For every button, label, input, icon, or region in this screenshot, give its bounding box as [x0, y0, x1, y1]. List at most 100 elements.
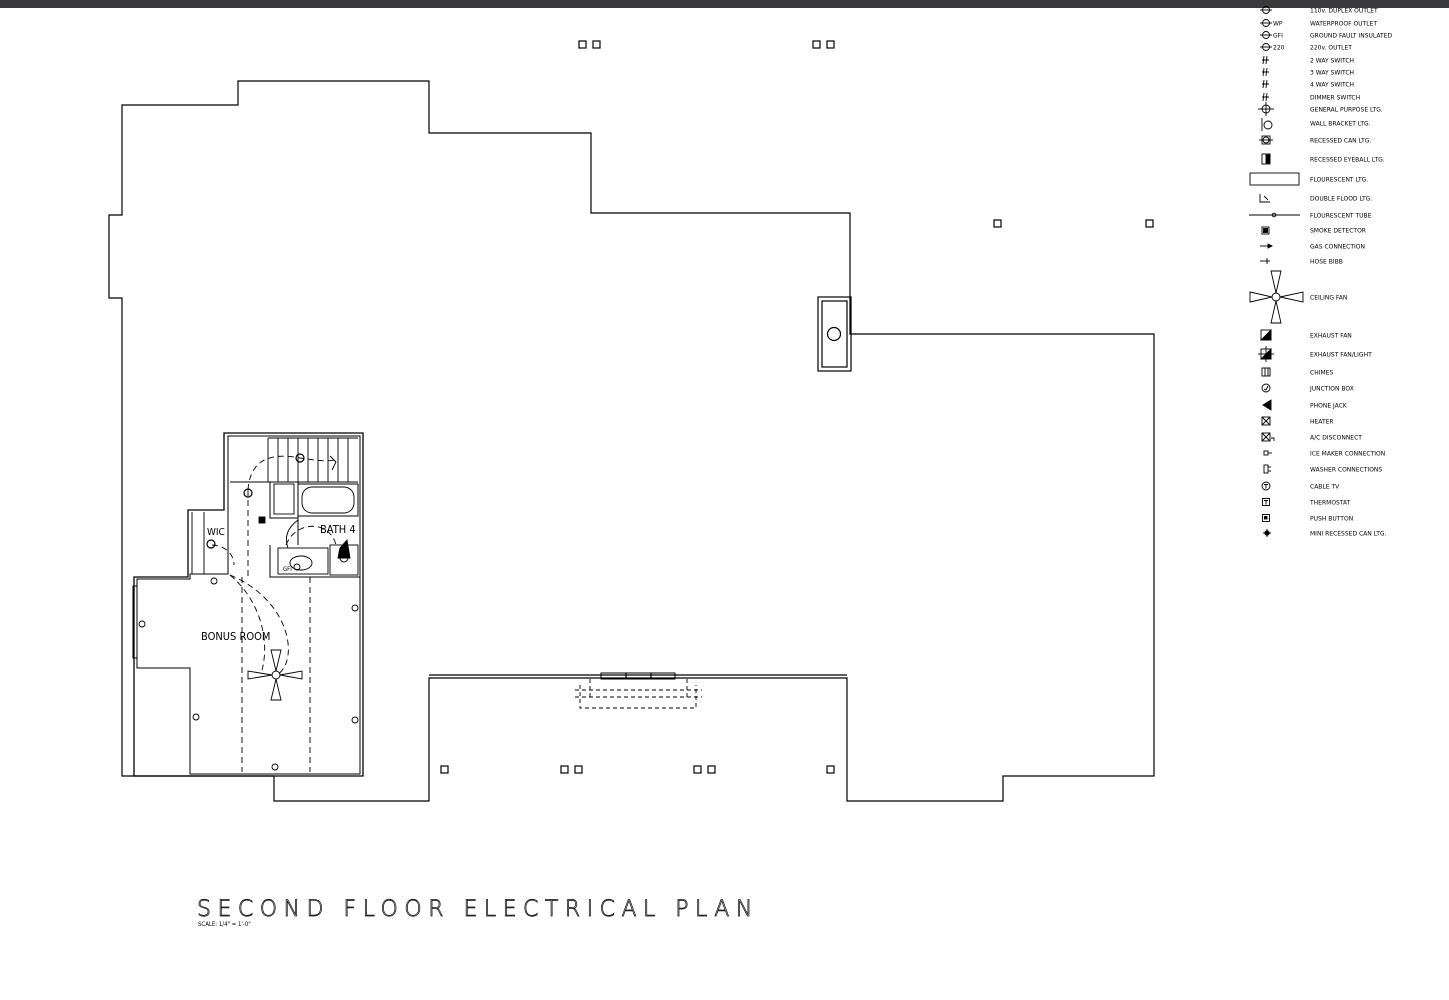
- legend-label: DIMMER SWITCH: [1310, 95, 1360, 102]
- smoke-detector-icon: [1261, 226, 1270, 235]
- ceiling-fan-symbol: [247, 649, 303, 701]
- exhaust-fan-icon: [1259, 328, 1272, 341]
- legend-label: CABLE TV: [1310, 484, 1340, 491]
- flue-circle: [826, 326, 842, 342]
- legend-label: FLOURESCENT TUBE: [1310, 213, 1372, 220]
- waterproof-outlet-icon: [1260, 19, 1272, 27]
- legend-label: 220v. OUTLET: [1310, 45, 1352, 52]
- legend-label: GAS CONNECTION: [1310, 244, 1365, 251]
- fluorescent-tube-icon: [1249, 212, 1300, 218]
- junction-box-icon: [1261, 383, 1271, 393]
- 220-outlet-icon: [1260, 43, 1272, 51]
- legend-item: FLOURESCENT TUBE: [1249, 213, 1372, 220]
- legend-item: CEILING FAN: [1249, 270, 1347, 324]
- ac-disconnect-icon: [1261, 432, 1275, 442]
- legend-item: GENERAL PURPOSE LTG.: [1258, 102, 1383, 116]
- legend-label: GENERAL PURPOSE LTG.: [1310, 107, 1383, 114]
- room-label-wic: WIC: [207, 527, 225, 538]
- legend-item: 3 WAY SWITCH: [1262, 67, 1354, 77]
- legend-label: CHIMES: [1310, 370, 1333, 377]
- sink: [289, 555, 313, 571]
- viewer-top-bar: [0, 0, 1449, 8]
- hose-bibb-icon: [1260, 258, 1270, 264]
- legend-item: DOUBLE FLOOD LTG.: [1259, 194, 1372, 203]
- legend-tag: 220: [1273, 45, 1285, 52]
- washer-connection-icon: [1263, 464, 1271, 474]
- legend-item: WALL BRACKET LTG.: [1261, 118, 1371, 131]
- legend-label: HEATER: [1310, 419, 1334, 426]
- legend-label: PUSH BUTTON: [1310, 516, 1353, 523]
- general-light-icon: [1258, 102, 1274, 116]
- legend-item: EXHAUST FAN: [1259, 328, 1352, 341]
- legend-label: CEILING FAN: [1310, 295, 1347, 302]
- legend-label: WATERPROOF OUTLET: [1310, 21, 1377, 28]
- legend-item: WP WATERPROOF OUTLET: [1260, 19, 1377, 28]
- legend-label: JUNCTION BOX: [1309, 386, 1354, 393]
- 4-way-switch-icon: [1262, 79, 1269, 89]
- fluorescent-light-icon: [1249, 172, 1300, 186]
- legend-label: GROUND FAULT INSULATED: [1310, 33, 1392, 40]
- recessed-can-icon: [1259, 135, 1273, 145]
- ceiling-light-symbols: [206, 453, 305, 549]
- legend-item: 2 WAY SWITCH: [1262, 55, 1354, 65]
- 3-way-switch-icon: [1262, 67, 1269, 77]
- plan-title: SECOND FLOOR ELECTRICAL PLAN: [197, 897, 759, 922]
- legend-label: MINI RECESSED CAN LTG.: [1310, 531, 1387, 538]
- legend-item: 4 WAY SWITCH: [1262, 79, 1354, 89]
- legend-label: EXHAUST FAN: [1310, 333, 1352, 340]
- legend-item: DIMMER SWITCH: [1262, 92, 1360, 102]
- exhaust-fan-light-icon: [1258, 346, 1274, 362]
- legend-label: 3 WAY SWITCH: [1310, 70, 1354, 77]
- legend-item: GAS CONNECTION: [1260, 243, 1365, 251]
- legend-label: SMOKE DETECTOR: [1310, 228, 1366, 235]
- legend-item: WASHER CONNECTIONS: [1263, 464, 1382, 474]
- legend-item: THERMOSTAT: [1262, 498, 1351, 507]
- legend-tag: GFI: [1273, 33, 1283, 40]
- legend-label: WALL BRACKET LTG.: [1310, 121, 1371, 128]
- legend-item: A/C DISCONNECT: [1261, 432, 1362, 442]
- legend-item: SMOKE DETECTOR: [1261, 226, 1366, 235]
- legend-item: CABLE TV: [1261, 481, 1340, 491]
- chimes-icon: [1261, 367, 1271, 377]
- legend-item: EXHAUST FAN/LIGHT: [1258, 346, 1372, 362]
- building-outline: [108, 80, 1155, 802]
- legend-item: GFI GROUND FAULT INSULATED: [1260, 31, 1392, 40]
- bathtub: [297, 483, 359, 517]
- phone-jack-icon: [1262, 399, 1272, 411]
- legend-item: RECESSED EYEBALL LTG.: [1261, 153, 1385, 165]
- legend-item: HEATER: [1261, 416, 1334, 426]
- legend-label: THERMOSTAT: [1309, 500, 1351, 507]
- legend-label: DOUBLE FLOOD LTG.: [1310, 196, 1372, 203]
- chimney: [817, 296, 852, 372]
- gfi-tag: GFI: [283, 566, 292, 573]
- duplex-outlet-icon: [1260, 6, 1272, 14]
- room-label-bonus-room: BONUS ROOM: [201, 630, 270, 643]
- legend-label: PHONE JACK: [1310, 403, 1348, 410]
- legend-item: PUSH BUTTON: [1262, 514, 1353, 523]
- push-button-icon: [1262, 514, 1270, 522]
- legend-label: HOSE BIBB: [1310, 259, 1343, 266]
- wall-bracket-light-icon: [1261, 118, 1273, 131]
- double-flood-icon: [1259, 194, 1270, 203]
- cable-tv-icon: [1261, 481, 1271, 491]
- legend-item: CHIMES: [1261, 367, 1333, 377]
- ice-maker-icon: [1263, 450, 1272, 456]
- legend-item: 110v. DUPLEX OUTLET: [1260, 6, 1378, 15]
- legend-item: MINI RECESSED CAN LTG.: [1263, 529, 1387, 538]
- ceiling-fan-icon: [1249, 270, 1304, 324]
- legend-label: RECESSED CAN LTG.: [1310, 138, 1371, 145]
- bonus-suite-outline: [133, 432, 364, 777]
- gfi-outlet-icon: [1260, 31, 1272, 39]
- legend-label: RECESSED EYEBALL LTG.: [1310, 157, 1385, 164]
- legend-item: JUNCTION BOX: [1261, 383, 1354, 393]
- heater-icon: [1261, 416, 1271, 426]
- legend-item: FLOURESCENT LTG.: [1249, 172, 1368, 186]
- room-label-bath: BATH 4: [320, 523, 356, 536]
- legend-label: WASHER CONNECTIONS: [1310, 467, 1382, 474]
- legend-tag: WP: [1273, 21, 1283, 28]
- recessed-eyeball-icon: [1261, 153, 1271, 165]
- 2-way-switch-icon: [1262, 55, 1269, 65]
- symbol-legend: 110v. DUPLEX OUTLET WP WATERPROOF OUTLET GF…: [1249, 6, 1392, 538]
- gas-connection-icon: [1260, 243, 1274, 249]
